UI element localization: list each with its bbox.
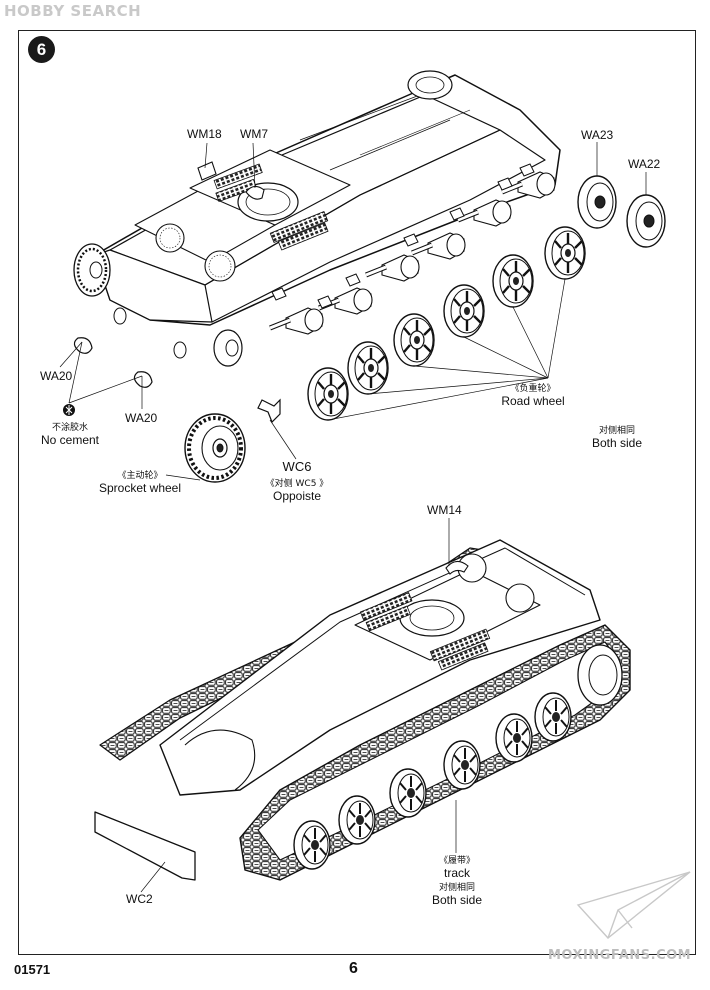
- road-wheel-text: Road wheel: [501, 394, 565, 408]
- wc6-part: [257, 398, 281, 424]
- no-cement-cn: 不涂胶水: [51, 423, 88, 433]
- step-number-badge: 6: [28, 36, 55, 63]
- both-side-text-bottom: Both side: [431, 893, 483, 907]
- label-wm18: WM18: [187, 127, 222, 141]
- sprocket-text: Sprocket wheel: [98, 481, 182, 495]
- footer-page-number: 6: [349, 960, 358, 977]
- paper-plane-watermark-icon: [576, 871, 691, 939]
- footer-product-code: 01571: [14, 962, 51, 977]
- watermark-top: HOBBY SEARCH: [4, 2, 142, 20]
- label-wa20-left: WA20: [40, 369, 73, 383]
- watermark-bottom: MOXINGFANS.COM: [548, 948, 692, 963]
- both-side-text-top: Both side: [591, 436, 643, 450]
- track-note: 《履带》 track 对侧相同 Both side: [424, 853, 490, 907]
- wc6-note: WC6 《对侧 WC5 》 Oppoiste: [262, 459, 332, 503]
- label-wm7: WM7: [240, 127, 268, 141]
- sprocket-wheel-note: 《主动轮》 Sprocket wheel: [90, 468, 190, 495]
- road-wheel-cn: 《负重轮》: [510, 384, 556, 394]
- wc6-opposite-text: Oppoiste: [272, 489, 322, 503]
- both-side-cn-bottom: 对侧相同: [438, 883, 475, 893]
- label-wc6: WC6: [282, 459, 312, 474]
- label-wa20-mid: WA20: [125, 411, 158, 425]
- no-cement-note: 不涂胶水 No cement: [30, 420, 110, 447]
- wm7-part: [245, 185, 265, 200]
- road-wheel-note: 《负重轮》 Road wheel: [498, 381, 568, 408]
- label-wa22: WA22: [628, 157, 661, 171]
- sprocket-cn: 《主动轮》: [117, 471, 163, 481]
- label-wc2: WC2: [126, 892, 153, 906]
- label-wm14: WM14: [427, 503, 462, 517]
- both-side-cn-top: 对侧相同: [598, 426, 635, 436]
- both-side-note-top: 对侧相同 Both side: [584, 423, 650, 450]
- wm14-part: [445, 560, 469, 575]
- track-text: track: [443, 866, 470, 880]
- track-cn: 《履带》: [438, 856, 475, 866]
- wm18-part: [197, 161, 217, 181]
- no-cement-text: No cement: [40, 433, 100, 447]
- label-wa23: WA23: [581, 128, 614, 142]
- page-frame: [18, 30, 696, 955]
- wc6-opposite-cn: 《对侧 WC5 》: [265, 479, 329, 489]
